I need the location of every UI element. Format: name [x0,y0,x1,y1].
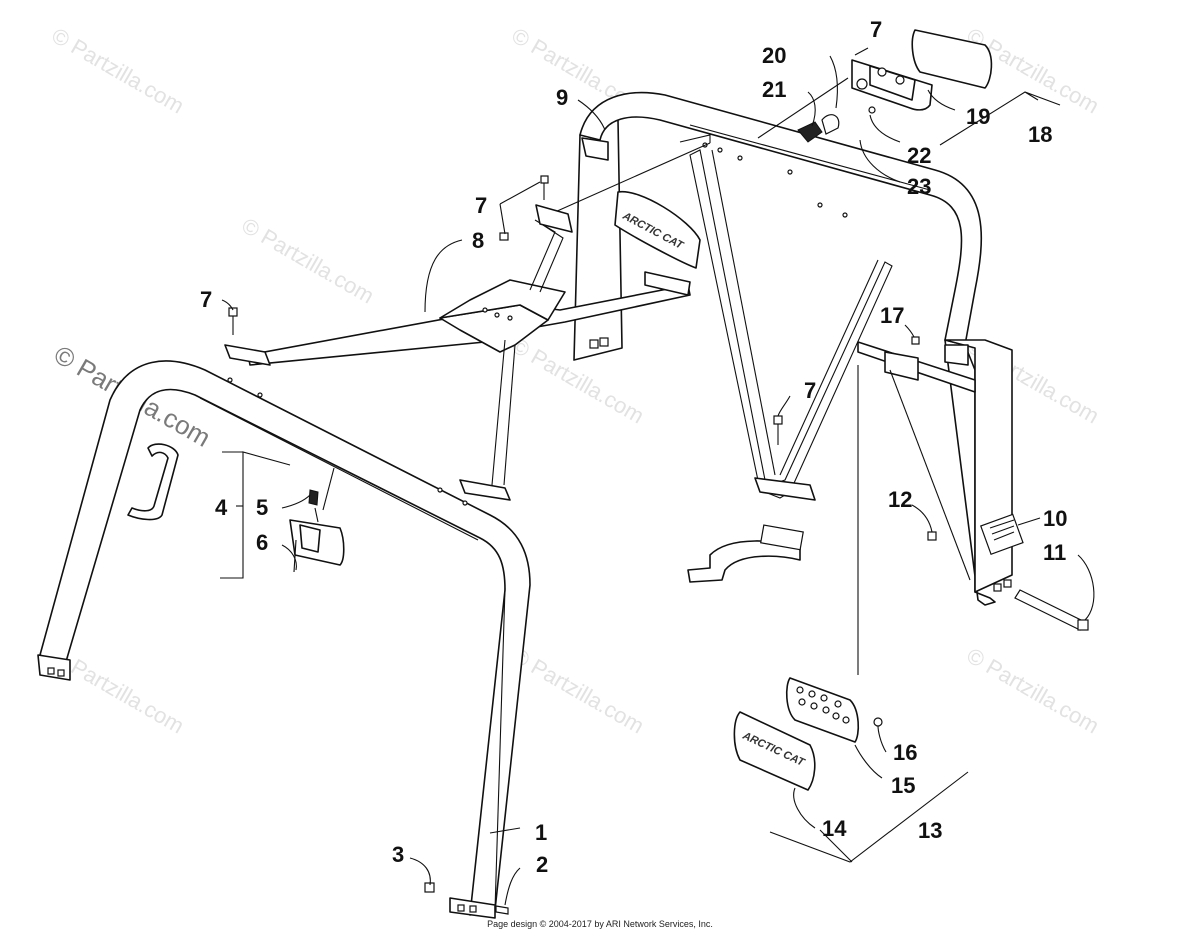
rear-nameplate: ARCTIC CAT [614,190,701,269]
callout-17: 17 [880,303,904,328]
callout-22: 22 [907,143,931,168]
hardware [228,175,1089,915]
callout-9: 9 [556,85,568,110]
callout-20: 20 [762,43,786,68]
callout-16: 16 [893,740,917,765]
callout-1: 1 [535,820,547,845]
callout-23: 23 [907,174,931,199]
callout-11: 11 [1043,540,1066,565]
callout-5: 5 [256,495,268,520]
callout-7: 7 [475,193,487,218]
callout-4: 4 [215,495,228,520]
callout-19: 19 [966,104,990,129]
callout-7: 7 [200,287,212,312]
callout-15: 15 [891,773,915,798]
callout-2: 2 [536,852,548,877]
callout-13: 13 [918,818,942,843]
callout-7: 7 [870,17,882,42]
leader-lines [221,99,1095,906]
reference-lines [554,77,971,675]
front-roll-bar [37,360,531,919]
rear-roll-bar [573,91,1024,606]
top-brace [224,204,691,501]
footer-credit: Page design © 2004-2017 by ARI Network S… [487,919,713,929]
watermark: © Partzilla.com [508,643,649,739]
lower-bracket [687,524,804,583]
watermark: © Partzilla.com [238,213,379,309]
callout-12: 12 [888,487,912,512]
watermark: © Partzilla.com [48,23,189,119]
callout-3: 3 [392,842,404,867]
callout-7: 7 [804,378,816,403]
watermark: © Partzilla.com [963,643,1104,739]
callout-10: 10 [1043,506,1067,531]
callout-21: 21 [762,77,786,102]
watermark: © Partzilla.com [48,643,189,739]
callout-8: 8 [472,228,484,253]
callout-6: 6 [256,530,268,555]
mirror-assembly [220,451,345,579]
callout-18: 18 [1028,122,1052,147]
callout-14: 14 [822,816,847,841]
callout-numbers: 1 2 3 4 5 6 7 7 7 7 8 9 10 11 12 13 14 1… [200,17,1067,877]
tail-light-assembly [797,29,1061,183]
